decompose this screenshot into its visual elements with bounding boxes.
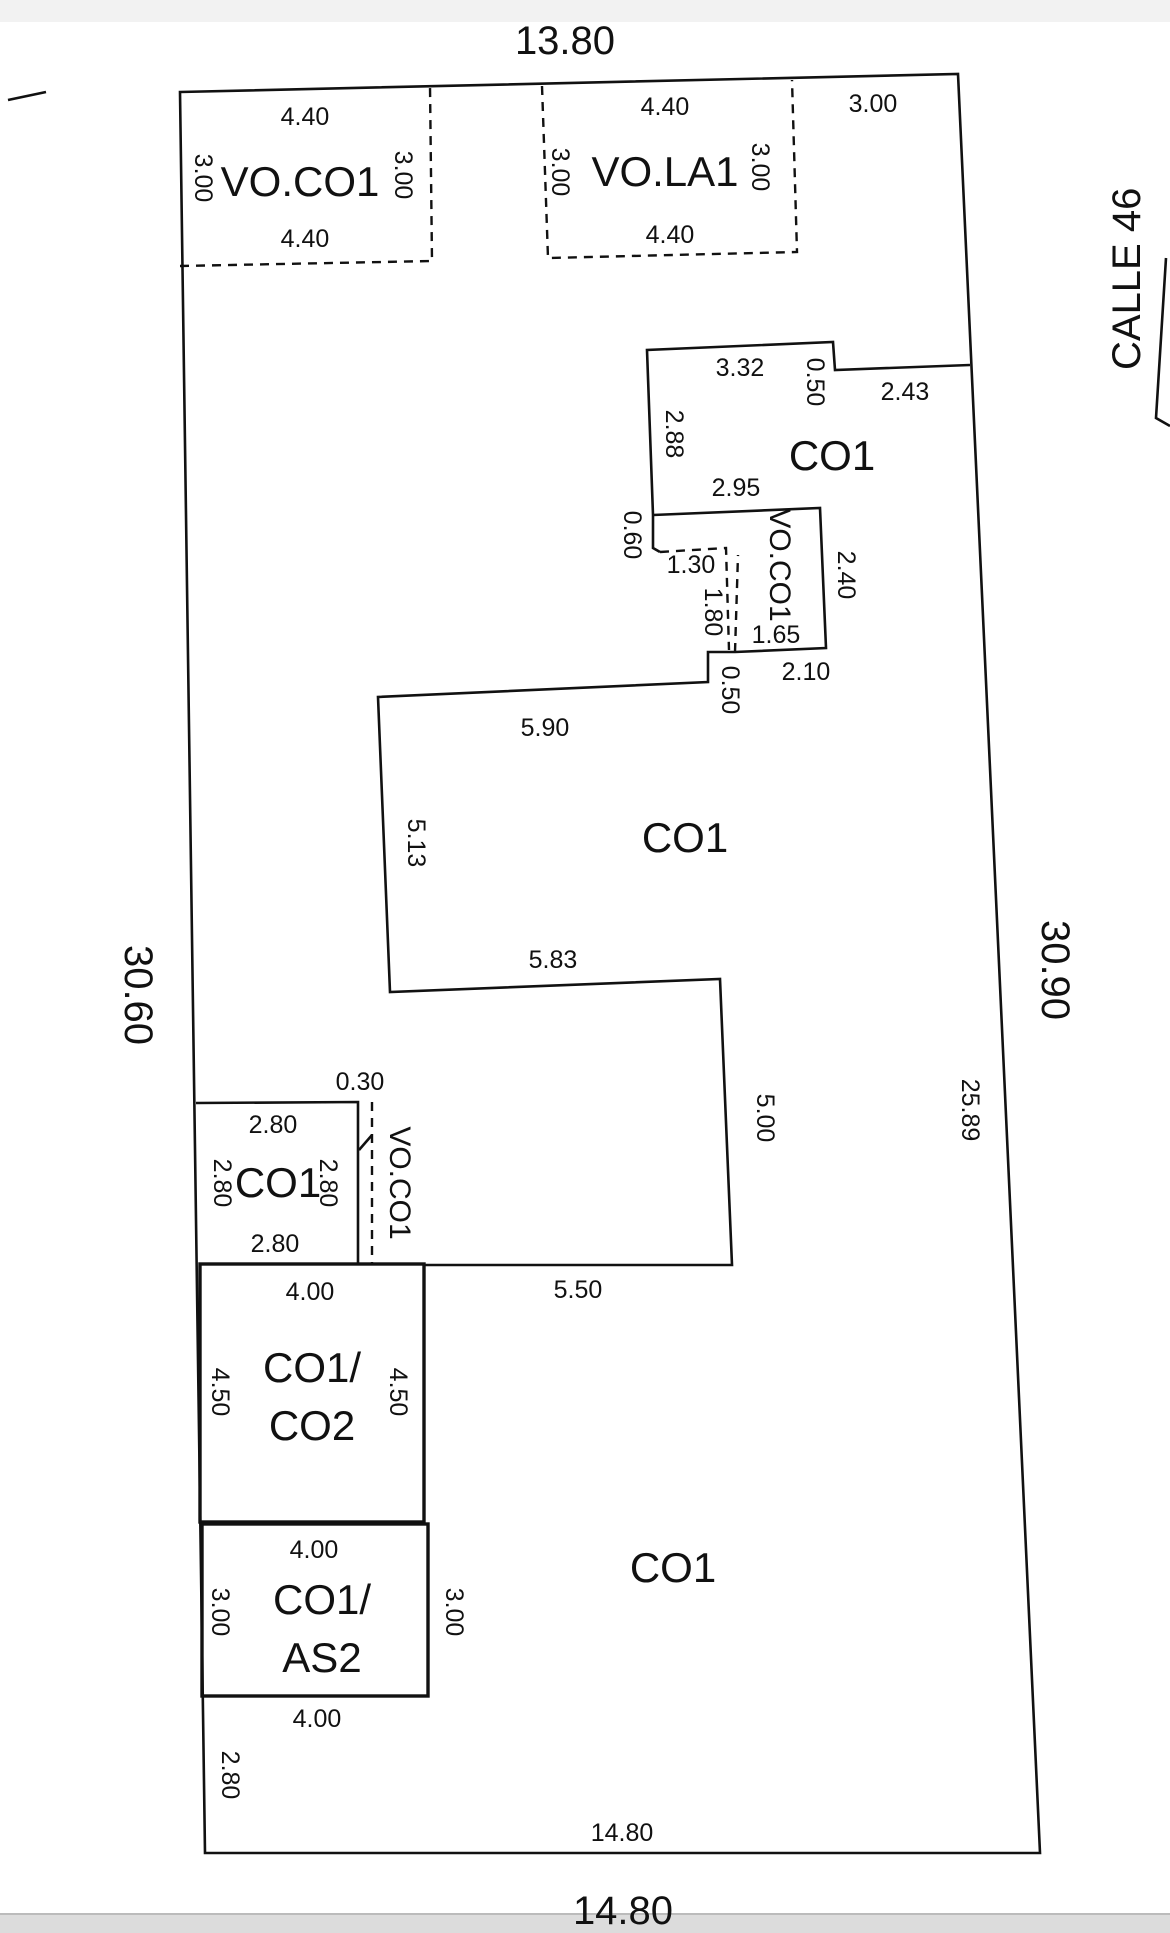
vo-co1-top-dim-right: 3.00 (389, 151, 417, 200)
vo-co1-top-dim-top: 4.40 (281, 103, 330, 131)
zone-co1-co2-line1: CO1/ (263, 1344, 361, 1391)
central-co1-dim-left: 5.13 (402, 819, 430, 868)
central-co1-dim-bottom: 5.50 (554, 1276, 603, 1304)
upper-co1-d3: 2.43 (881, 378, 930, 406)
zone-small-co1-outline (195, 1100, 360, 1264)
small-co1-dim-bottom: 2.80 (251, 1230, 300, 1258)
zone-co1-co2-line2: CO2 (269, 1402, 355, 1449)
co1-as2-dim-top: 4.00 (290, 1536, 339, 1564)
co1-co2-dim-right: 4.50 (384, 1368, 412, 1417)
vo-co1-mid-d2: 1.80 (699, 588, 727, 637)
vo-co1-mid-d3: 1.65 (752, 621, 801, 649)
zone-bottom-co1-label: CO1 (630, 1544, 716, 1591)
dim-right-inner: 25.89 (956, 1079, 984, 1142)
central-co1-dim-mid: 5.83 (529, 946, 578, 974)
dim-top: 13.80 (515, 19, 615, 63)
co1-as2-dim-left: 3.00 (206, 1588, 234, 1637)
street-edge-line (1154, 257, 1170, 428)
vo-la1-dim-top: 4.40 (641, 93, 690, 121)
dim-right: 30.90 (1033, 920, 1077, 1020)
zone-co1-as2-line1: CO1/ (273, 1576, 371, 1623)
zone-vo-co1-mid-inner (733, 554, 740, 653)
upper-co1-d2: 0.50 (801, 358, 829, 407)
co1-co2-dim-left: 4.50 (206, 1368, 234, 1417)
zone-vo-co1-mid (659, 546, 731, 651)
vo-la1-dim-right: 3.00 (746, 143, 774, 192)
dim-bottom-inner: 14.80 (591, 1819, 654, 1847)
zone-small-co1-label: CO1 (235, 1159, 321, 1206)
small-co1-dim-gap: 0.30 (336, 1068, 385, 1096)
vo-co1-mid-d5: 0.50 (716, 666, 744, 715)
zone-small-co1-tick (358, 1134, 373, 1151)
zone-central-co1-outline (376, 506, 828, 1267)
small-co1-dim-right: 2.80 (314, 1159, 342, 1208)
zone-central-co1-label: CO1 (642, 814, 728, 861)
zone-upper-co1-outline (645, 340, 971, 554)
upper-co1-d6: 0.60 (618, 511, 646, 560)
zone-small-vo-co1-label: VO.CO1 (383, 1126, 416, 1239)
co1-as2-dim-right: 3.00 (440, 1588, 468, 1637)
central-co1-dim-right: 5.00 (751, 1094, 779, 1143)
zone-vo-co1-top-label: VO.CO1 (221, 158, 380, 205)
zone-vo-la1 (540, 79, 799, 260)
zone-vo-co1-top (179, 85, 434, 268)
zone-co1-as2 (200, 1522, 430, 1698)
scan-shading (0, 0, 1170, 22)
vo-la1-dim-bottom: 4.40 (646, 221, 695, 249)
north-tick-mark (7, 90, 47, 102)
small-co1-dim-left: 2.80 (208, 1159, 236, 1208)
upper-co1-d5: 2.95 (712, 474, 761, 502)
upper-co1-d4: 2.88 (660, 410, 688, 459)
vo-co1-top-dim-bottom: 4.40 (281, 225, 330, 253)
co1-as2-dim-bottom: 4.00 (293, 1705, 342, 1733)
upper-co1-d7: 2.40 (832, 551, 860, 600)
central-co1-dim-top: 5.90 (521, 714, 570, 742)
vo-co1-mid-d1: 1.30 (667, 551, 716, 579)
vo-co1-mid-d4: 2.10 (782, 658, 831, 686)
zone-co1-as2-line2: AS2 (282, 1634, 361, 1681)
zone-vo-la1-label: VO.LA1 (591, 148, 738, 195)
dim-top-right: 3.00 (849, 90, 898, 118)
zone-upper-co1-label: CO1 (789, 432, 875, 479)
upper-co1-d1: 3.32 (716, 354, 765, 382)
co1-co2-dim-top: 4.00 (286, 1278, 335, 1306)
zone-co1-co2 (198, 1262, 426, 1524)
bottom-strip (0, 1914, 1170, 1933)
vo-co1-top-dim-left: 3.00 (189, 154, 217, 203)
lot-boundary (178, 72, 1042, 1855)
dim-bottom: 14.80 (573, 1889, 673, 1933)
vo-la1-dim-left: 3.00 (546, 148, 574, 197)
dim-bottom-left: 2.80 (216, 1751, 244, 1800)
dim-left: 30.60 (116, 945, 160, 1045)
zone-vo-co1-mid-label: VO.CO1 (763, 508, 796, 621)
street-label: CALLE 46 (1105, 188, 1149, 370)
small-co1-dim-top: 2.80 (249, 1111, 298, 1139)
